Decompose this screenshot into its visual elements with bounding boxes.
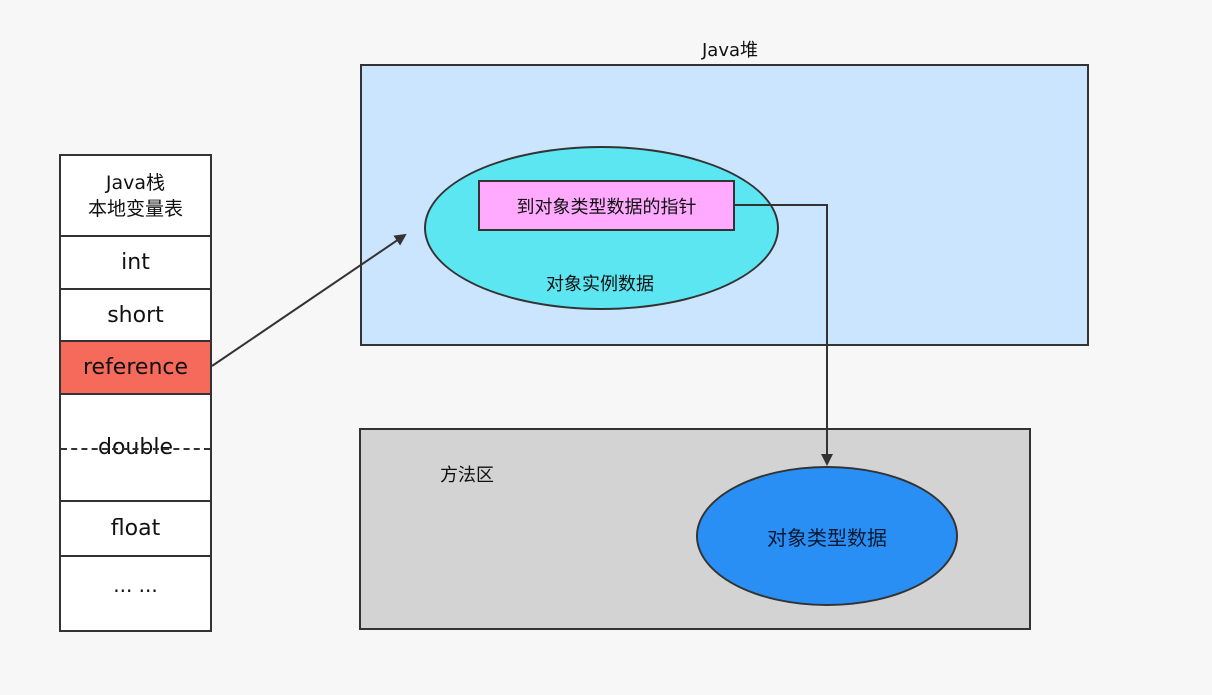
java-stack-header: Java栈 本地变量表 [61, 156, 210, 237]
slot-float: float [61, 502, 210, 557]
object-instance-label: 对象实例数据 [546, 274, 654, 295]
method-area-title: 方法区 [440, 465, 494, 486]
local-variable-table-title: 本地变量表 [87, 197, 183, 220]
slot-more: ... ... [113, 573, 158, 597]
slot-int: int [61, 237, 210, 290]
java-heap-title: Java堆 [701, 40, 759, 61]
reference-to-instance-arrow [211, 233, 407, 367]
double-slot-divider [61, 448, 210, 450]
object-type-data-ellipse: 对象类型数据 [696, 466, 958, 606]
java-stack-title: Java栈 [105, 171, 166, 194]
type-pointer-box: 到对象类型数据的指针 [478, 180, 735, 231]
pointer-to-type-data-arrow [735, 204, 833, 466]
java-stack-table: Java栈 本地变量表 int short reference double f… [59, 154, 212, 632]
slot-double: double [61, 395, 210, 502]
slot-reference: reference [61, 342, 210, 395]
slot-short: short [61, 290, 210, 342]
